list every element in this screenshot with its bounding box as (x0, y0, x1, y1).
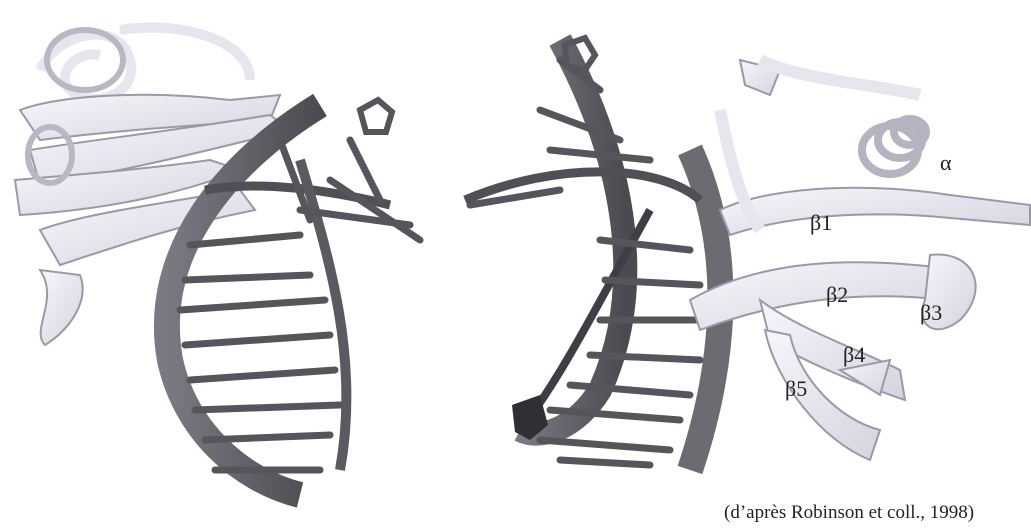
beta1-strand-label: β1 (810, 212, 832, 234)
beta5-strand-label: β5 (785, 378, 807, 400)
right-dna (465, 38, 720, 470)
left-dna (167, 100, 420, 495)
beta3-strand-label: β3 (920, 302, 942, 324)
right-protein (690, 60, 1030, 460)
beta2-strand-label: β2 (826, 284, 848, 306)
alpha-helix-label: α (940, 152, 952, 174)
figure-credit: (d’après Robinson et coll., 1998) (724, 502, 974, 524)
beta4-strand-label: β4 (843, 344, 865, 366)
